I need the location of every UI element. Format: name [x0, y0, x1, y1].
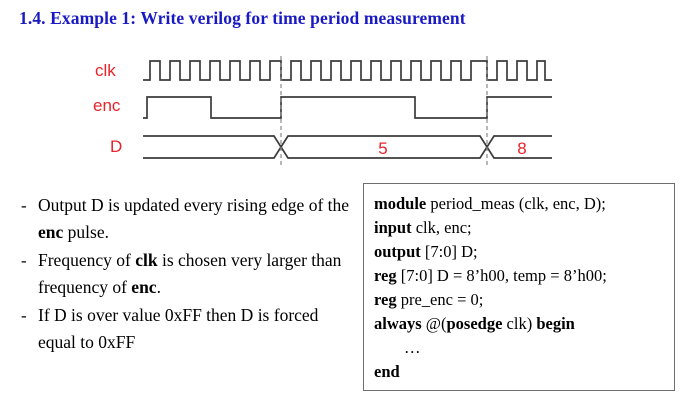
signal-label-enc: enc — [93, 96, 121, 115]
code-line: reg pre_enc = 0; — [374, 290, 484, 309]
list-item: - Output D is updated every rising edge … — [14, 192, 354, 246]
code-line: module period_meas (clk, enc, D); — [374, 194, 606, 213]
code-line: input clk, enc; — [374, 218, 472, 237]
description-list: - Output D is updated every rising edge … — [14, 192, 354, 357]
verilog-code-box: module period_meas (clk, enc, D); input … — [363, 183, 675, 391]
d-bus-waveform-top — [143, 135, 552, 159]
page-title: 1.4. Example 1: Write verilog for time p… — [19, 8, 466, 28]
clk-waveform — [143, 60, 552, 81]
bullet-marker: - — [21, 306, 27, 325]
enc-waveform — [143, 96, 552, 119]
bullet-marker: - — [21, 196, 27, 215]
bus-value-5: 5 — [378, 139, 387, 158]
bus-value-8: 8 — [517, 139, 526, 158]
code-line: end — [374, 362, 400, 381]
code-line: reg [7:0] D = 8’h00, temp = 8’h00; — [374, 266, 607, 285]
bullet-text-1: Output D is updated every rising edge of… — [38, 195, 350, 242]
list-item: - Frequency of clk is chosen very larger… — [14, 247, 354, 301]
d-bus-waveform-bottom — [143, 135, 552, 159]
code-line: always @(posedge clk) begin — [374, 314, 575, 333]
signal-label-d: D — [110, 137, 122, 156]
timing-diagram: clk enc D 5 8 — [0, 48, 620, 173]
signal-label-clk: clk — [95, 61, 116, 80]
code-line-ellipsis: … — [404, 338, 423, 357]
bullet-marker: - — [21, 251, 27, 270]
list-item: - If D is over value 0xFF then D is forc… — [14, 302, 354, 356]
bullet-text-3: If D is over value 0xFF then D is forced… — [38, 305, 319, 352]
bullet-text-2: Frequency of clk is chosen very larger t… — [38, 250, 342, 297]
code-line: output [7:0] D; — [374, 242, 478, 261]
